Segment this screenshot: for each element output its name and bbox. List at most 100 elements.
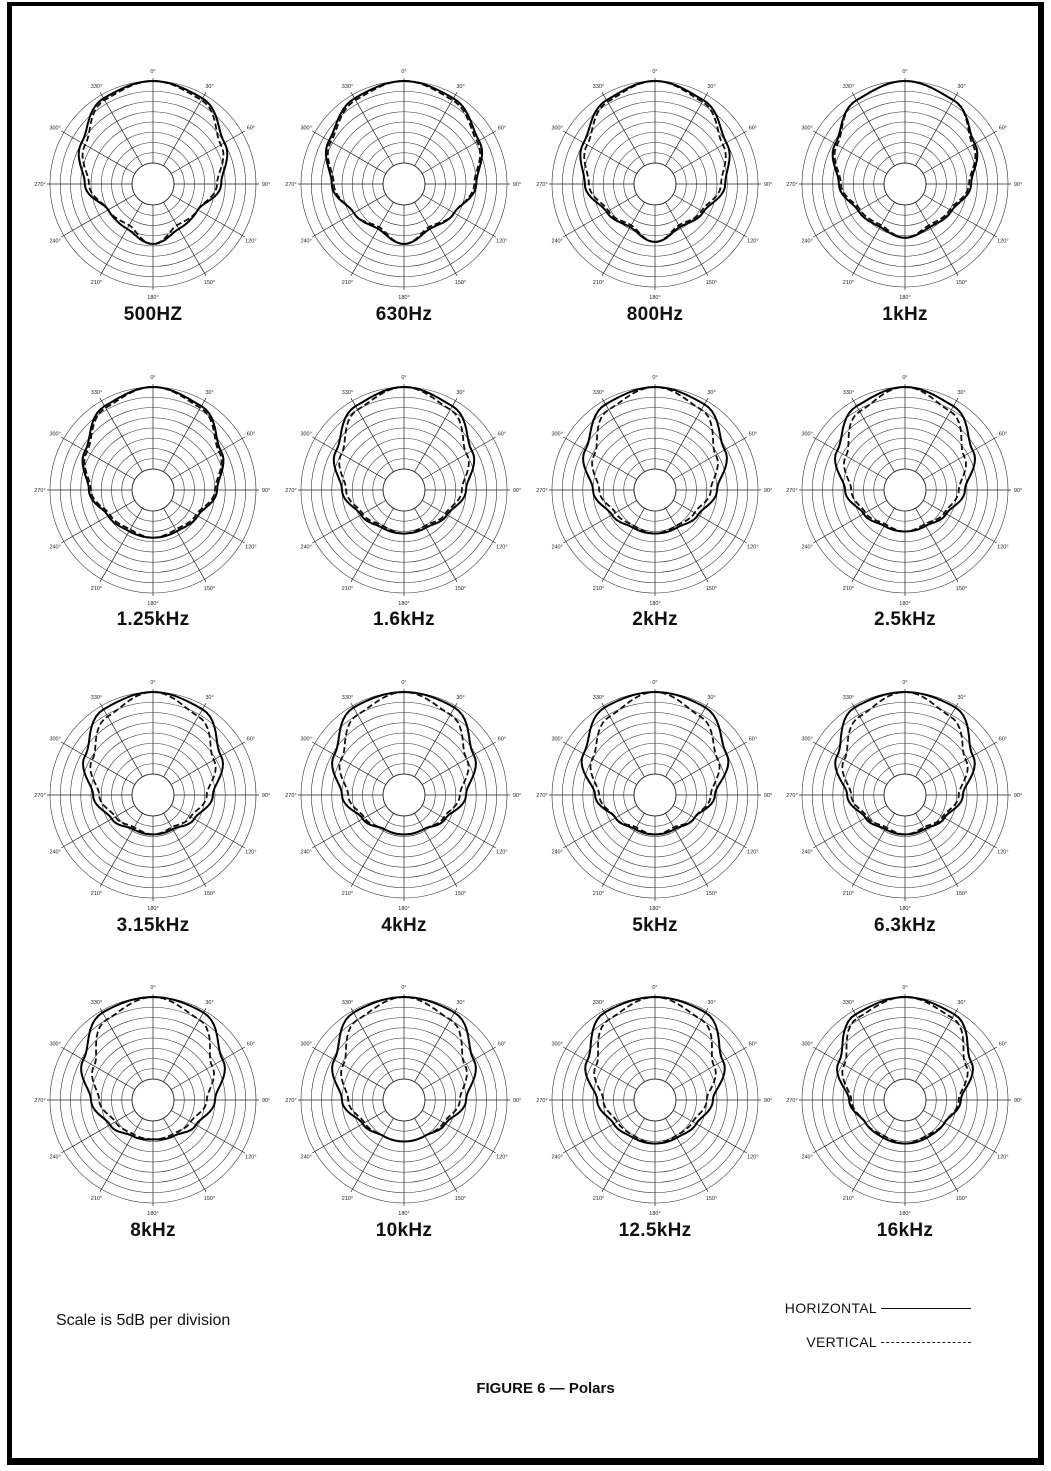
polar-grid: 0°30°60°90°120°150°180°210°240°270°300°3…: [285, 985, 521, 1217]
svg-text:300°: 300°: [801, 432, 812, 438]
polar-grid: 0°30°60°90°120°150°180°210°240°270°300°3…: [285, 680, 521, 912]
svg-text:90°: 90°: [262, 488, 270, 494]
svg-text:90°: 90°: [513, 182, 521, 188]
svg-text:30°: 30°: [707, 695, 715, 701]
svg-text:120°: 120°: [997, 545, 1008, 551]
svg-text:240°: 240°: [551, 239, 562, 245]
svg-text:330°: 330°: [593, 695, 604, 701]
svg-text:300°: 300°: [49, 737, 60, 743]
polar-grid: 0°30°60°90°120°150°180°210°240°270°300°3…: [786, 680, 1022, 912]
svg-text:150°: 150°: [455, 1196, 466, 1202]
svg-text:210°: 210°: [342, 586, 353, 592]
svg-text:150°: 150°: [455, 280, 466, 286]
svg-text:240°: 240°: [49, 545, 60, 551]
svg-text:240°: 240°: [801, 850, 812, 856]
svg-text:180°: 180°: [147, 601, 158, 607]
svg-text:210°: 210°: [342, 891, 353, 897]
svg-text:180°: 180°: [147, 906, 158, 912]
horizontal-response-curve: [81, 385, 225, 539]
horizontal-response-curve: [833, 385, 977, 533]
svg-text:240°: 240°: [801, 545, 812, 551]
polar-plot: 0°30°60°90°120°150°180°210°240°270°300°3…: [28, 59, 278, 309]
svg-text:60°: 60°: [498, 126, 506, 132]
svg-text:270°: 270°: [536, 793, 547, 799]
horizontal-response-curve: [579, 79, 731, 243]
horizontal-response-curve: [580, 690, 730, 836]
svg-text:60°: 60°: [247, 432, 255, 438]
svg-text:120°: 120°: [747, 239, 758, 245]
frequency-label: 1.6kHz: [372, 609, 435, 630]
svg-text:90°: 90°: [764, 1098, 772, 1104]
svg-text:270°: 270°: [285, 1098, 296, 1104]
svg-text:60°: 60°: [749, 1042, 757, 1048]
horizontal-response-curve: [582, 385, 728, 535]
svg-text:300°: 300°: [49, 1042, 60, 1048]
svg-text:0°: 0°: [150, 680, 155, 686]
polar-grid: 0°30°60°90°120°150°180°210°240°270°300°3…: [536, 375, 772, 607]
svg-text:120°: 120°: [747, 850, 758, 856]
svg-text:270°: 270°: [536, 488, 547, 494]
svg-text:30°: 30°: [456, 84, 464, 90]
svg-text:150°: 150°: [455, 891, 466, 897]
svg-text:330°: 330°: [91, 84, 102, 90]
polar-plot: 0°30°60°90°120°150°180°210°240°270°300°3…: [780, 670, 1030, 920]
svg-text:120°: 120°: [496, 850, 507, 856]
frequency-label: 2.5kHz: [873, 609, 936, 630]
svg-text:180°: 180°: [649, 601, 660, 607]
svg-text:180°: 180°: [398, 1211, 409, 1217]
svg-text:60°: 60°: [999, 737, 1007, 743]
polar-grid: 0°30°60°90°120°150°180°210°240°270°300°3…: [34, 985, 270, 1217]
svg-text:180°: 180°: [147, 295, 158, 301]
svg-text:90°: 90°: [262, 182, 270, 188]
polar-plot: 0°30°60°90°120°150°180°210°240°270°300°3…: [530, 365, 780, 615]
svg-text:120°: 120°: [245, 239, 256, 245]
svg-text:150°: 150°: [204, 280, 215, 286]
svg-text:240°: 240°: [300, 1155, 311, 1161]
frequency-label: 5kHz: [632, 915, 678, 936]
polar-plot: 0°30°60°90°120°150°180°210°240°270°300°3…: [279, 975, 529, 1225]
svg-text:30°: 30°: [707, 390, 715, 396]
svg-text:270°: 270°: [34, 182, 45, 188]
svg-text:90°: 90°: [1014, 793, 1022, 799]
svg-text:270°: 270°: [786, 1098, 797, 1104]
svg-text:30°: 30°: [957, 1000, 965, 1006]
page-border: [7, 2, 1044, 1465]
svg-text:240°: 240°: [801, 239, 812, 245]
legend-vertical: VERTICAL: [785, 1331, 971, 1353]
svg-text:150°: 150°: [956, 1196, 967, 1202]
polar-grid: 0°30°60°90°120°150°180°210°240°270°300°3…: [786, 985, 1022, 1217]
svg-text:60°: 60°: [999, 1042, 1007, 1048]
horizontal-response-curve: [331, 690, 477, 836]
horizontal-response-curve: [584, 995, 726, 1145]
svg-text:300°: 300°: [49, 432, 60, 438]
svg-text:180°: 180°: [649, 1211, 660, 1217]
svg-text:240°: 240°: [49, 1155, 60, 1161]
svg-text:60°: 60°: [247, 737, 255, 743]
svg-text:0°: 0°: [902, 985, 907, 991]
polar-grid: 0°30°60°90°120°150°180°210°240°270°300°3…: [536, 985, 772, 1217]
svg-text:270°: 270°: [786, 488, 797, 494]
horizontal-response-curve: [332, 385, 476, 535]
legend-horizontal-label: HORIZONTAL: [784, 1300, 877, 1316]
svg-text:0°: 0°: [401, 375, 406, 381]
polar-plot: 0°30°60°90°120°150°180°210°240°270°300°3…: [780, 365, 1030, 615]
svg-text:150°: 150°: [204, 891, 215, 897]
polar-grid: 0°30°60°90°120°150°180°210°240°270°300°3…: [285, 69, 521, 301]
horizontal-response-curve: [324, 79, 484, 245]
svg-text:60°: 60°: [247, 1042, 255, 1048]
svg-text:60°: 60°: [247, 126, 255, 132]
svg-text:30°: 30°: [707, 84, 715, 90]
svg-text:210°: 210°: [843, 586, 854, 592]
svg-text:330°: 330°: [342, 695, 353, 701]
vertical-response-curve: [83, 386, 223, 539]
polar-plot: 0°30°60°90°120°150°180°210°240°270°300°3…: [530, 670, 780, 920]
svg-text:120°: 120°: [997, 1155, 1008, 1161]
svg-text:240°: 240°: [300, 850, 311, 856]
polar-grid: 0°30°60°90°120°150°180°210°240°270°300°3…: [285, 375, 521, 607]
frequency-label: 2kHz: [632, 609, 678, 630]
svg-text:90°: 90°: [262, 793, 270, 799]
polar-grid: 0°30°60°90°120°150°180°210°240°270°300°3…: [786, 69, 1022, 301]
svg-text:270°: 270°: [786, 182, 797, 188]
horizontal-response-curve: [77, 79, 229, 245]
svg-text:180°: 180°: [398, 906, 409, 912]
